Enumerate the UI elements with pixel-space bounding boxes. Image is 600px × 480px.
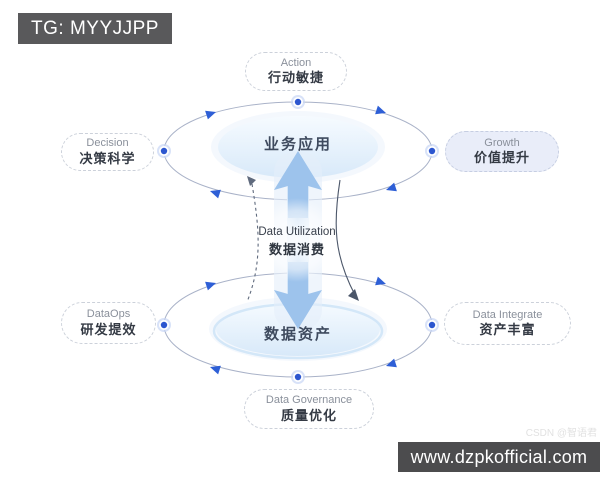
pill-decision: Decision 决策科学	[61, 133, 154, 171]
pill-growth: Growth 价值提升	[445, 131, 559, 172]
pill-data-integrate: Data Integrate 资产丰富	[444, 302, 571, 345]
pill-data-governance: Data Governance 质量优化	[244, 389, 374, 429]
pill-data-integrate-zh: 资产丰富	[479, 322, 536, 338]
center-label: Data Utilization 数据消费	[227, 225, 367, 258]
orbit-arrow-icon	[210, 189, 221, 199]
orbit-arrow-icon	[375, 105, 386, 115]
tg-badge: TG: MYYJJPP	[18, 13, 172, 44]
bottom-core-label: 数据资产	[263, 326, 332, 343]
pill-action-zh: 行动敏捷	[267, 70, 324, 86]
top-core-label: 业务应用	[263, 136, 332, 153]
solid-curve-arrow-icon	[348, 289, 359, 301]
pill-decision-en: Decision	[86, 137, 129, 150]
pill-dataops-zh: 研发提效	[80, 321, 137, 337]
pill-decision-zh: 决策科学	[79, 150, 136, 166]
footer-url-bar: www.dzpkofficial.com	[398, 442, 600, 472]
orbit-arrows	[205, 105, 397, 375]
pill-dataops-en: DataOps	[86, 308, 131, 321]
flow-solid-curve	[335, 179, 359, 301]
data-beam	[255, 151, 339, 330]
pill-dataops: DataOps 研发提效	[61, 302, 156, 344]
orbit-node	[157, 144, 171, 158]
orbit-arrow-icon	[205, 110, 216, 120]
pill-data-integrate-en: Data Integrate	[472, 308, 543, 321]
orbit-arrow-icon	[375, 276, 386, 286]
pill-action: Action 行动敏捷	[245, 52, 347, 91]
orbit-arrow-icon	[386, 358, 397, 368]
orbit-arrow-icon	[210, 365, 221, 375]
up-arrow-icon	[274, 151, 322, 218]
down-arrow-icon	[274, 262, 322, 329]
orbit-node	[291, 95, 305, 109]
pill-growth-en: Growth	[484, 136, 520, 149]
top-core-ellipse	[211, 111, 385, 183]
center-label-en: Data Utilization	[258, 226, 336, 238]
orbit-nodes	[157, 95, 439, 384]
orbit-node	[425, 144, 439, 158]
orbit-node	[291, 370, 305, 384]
orbit-arrow-icon	[386, 182, 397, 192]
orbit-node	[425, 318, 439, 332]
csdn-watermark: CSDN @智语君	[525, 428, 597, 439]
orbit-node	[157, 318, 171, 332]
orbit-arrow-icon	[205, 281, 216, 291]
center-label-zh: 数据消费	[268, 241, 325, 257]
pill-growth-zh: 价值提升	[473, 150, 530, 166]
dashed-curve-arrow-icon	[247, 176, 256, 186]
pill-data-governance-zh: 质量优化	[280, 407, 337, 423]
pill-action-en: Action	[280, 56, 312, 69]
center-label-glow	[255, 198, 339, 282]
flow-dashed-curve	[246, 176, 259, 303]
pill-data-governance-en: Data Governance	[265, 394, 353, 407]
